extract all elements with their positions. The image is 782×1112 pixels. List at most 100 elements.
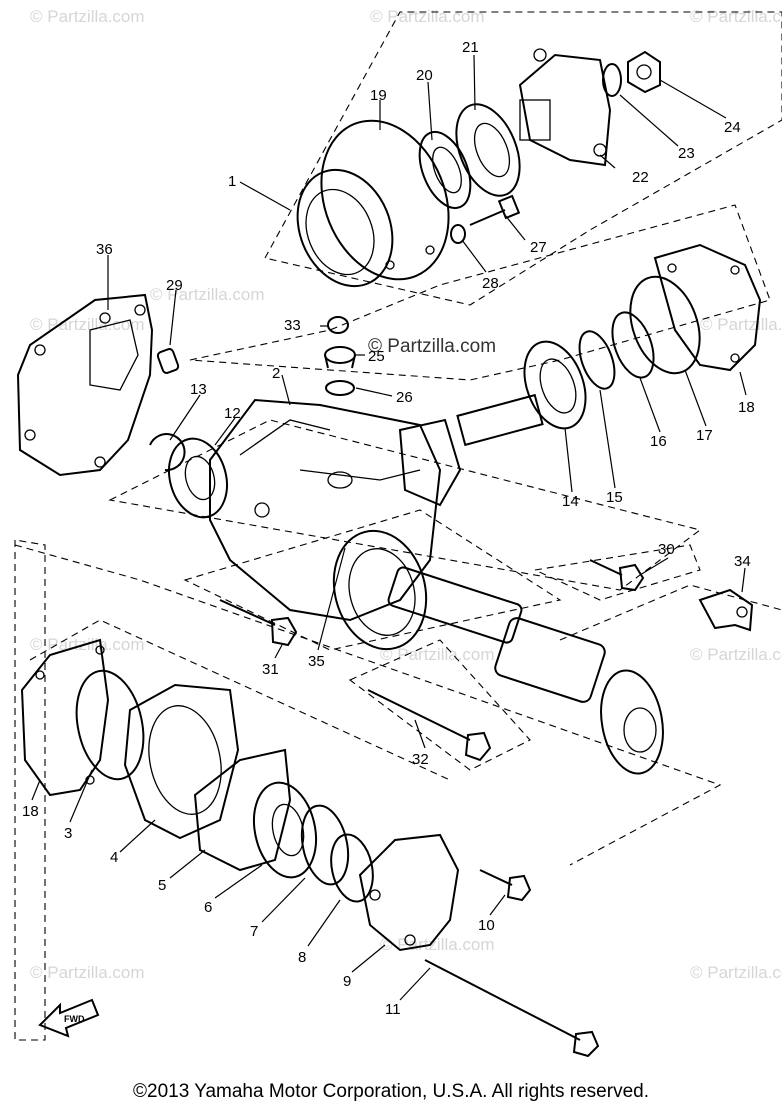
callout-2: 2 bbox=[272, 365, 280, 382]
part-6-bearing bbox=[253, 781, 317, 879]
outline-left-bracket bbox=[14, 539, 46, 1041]
callout-13: 13 bbox=[190, 381, 207, 398]
watermark: © Partzilla.com bbox=[370, 7, 485, 26]
outline-lower-gear bbox=[14, 544, 722, 866]
part-25-breather bbox=[324, 346, 356, 369]
callout-18-lower: 18 bbox=[22, 803, 39, 820]
callout-14: 14 bbox=[562, 493, 579, 510]
part-16-oil-seal bbox=[611, 311, 655, 379]
part-9-cover bbox=[358, 833, 460, 952]
callout-36: 36 bbox=[96, 241, 113, 258]
callout-28: 28 bbox=[482, 275, 499, 292]
watermark: © Partzilla.com bbox=[150, 285, 265, 304]
part-15-shim bbox=[578, 330, 616, 390]
callout-17: 17 bbox=[696, 427, 713, 444]
outline-shaft bbox=[559, 584, 782, 641]
part-17-o-ring bbox=[629, 275, 701, 375]
callout-29: 29 bbox=[166, 277, 183, 294]
part-32-bolt bbox=[367, 689, 492, 762]
callout-12: 12 bbox=[224, 405, 241, 422]
callout-32: 32 bbox=[412, 751, 429, 768]
part-22-coupling-flange bbox=[518, 48, 612, 167]
drive-shaft bbox=[387, 566, 664, 775]
part-11-bolt bbox=[424, 959, 600, 1058]
callout-26: 26 bbox=[396, 389, 413, 406]
callout-23: 23 bbox=[678, 145, 695, 162]
part-18-gasket-lower bbox=[20, 638, 110, 797]
part-33-cap bbox=[327, 316, 349, 334]
callout-31: 31 bbox=[262, 661, 279, 678]
watermark: © Partzilla.com bbox=[690, 7, 782, 26]
callout-11: 11 bbox=[385, 1001, 401, 1018]
watermark: © Partzilla.com bbox=[700, 315, 782, 334]
outline-bolt-30 bbox=[533, 544, 701, 601]
callout-1: 1 bbox=[228, 173, 236, 190]
callout-15: 15 bbox=[606, 489, 623, 506]
callout-18-upper: 18 bbox=[738, 399, 755, 416]
callout-5: 5 bbox=[158, 877, 166, 894]
fwd-label: FWD bbox=[64, 1014, 85, 1024]
part-31-bolt bbox=[219, 599, 298, 647]
part-29-dowel bbox=[156, 348, 180, 374]
callout-9: 9 bbox=[343, 973, 351, 990]
callout-21: 21 bbox=[462, 39, 479, 56]
part-5-gasket bbox=[193, 748, 292, 872]
callout-34: 34 bbox=[734, 553, 751, 570]
parts-diagram: © Partzilla.com © Partzilla.com © Partzi… bbox=[14, 7, 782, 1058]
watermark-layer: © Partzilla.com © Partzilla.com © Partzi… bbox=[30, 7, 782, 982]
part-36-gasket bbox=[16, 293, 154, 477]
part-18-gasket-upper bbox=[653, 243, 762, 372]
watermark: © Partzilla.com bbox=[380, 935, 495, 954]
outline-lower-cover bbox=[29, 619, 451, 781]
callout-16: 16 bbox=[650, 433, 667, 450]
part-13-circlip bbox=[149, 433, 186, 472]
part-20-bearing bbox=[418, 131, 472, 209]
part-10-bolt bbox=[479, 869, 532, 902]
outline-bolt-31 bbox=[183, 509, 562, 651]
watermark: © Partzilla.com bbox=[30, 963, 145, 982]
callout-4: 4 bbox=[110, 849, 118, 866]
part-19-final-gear-case bbox=[296, 119, 450, 288]
part-30-bolt bbox=[589, 559, 645, 592]
callout-22: 22 bbox=[632, 169, 649, 186]
part-4-bearing-housing bbox=[123, 683, 240, 840]
part-24-nut bbox=[627, 50, 661, 94]
part-35-case-ring bbox=[332, 529, 428, 651]
callout-19: 19 bbox=[370, 87, 387, 104]
watermark: © Partzilla.com bbox=[30, 7, 145, 26]
callout-30: 30 bbox=[658, 541, 675, 558]
part-7-shim bbox=[300, 804, 350, 886]
part-26-o-ring bbox=[325, 380, 355, 396]
part-14-pinion-gear bbox=[398, 340, 587, 507]
part-34-bracket bbox=[698, 588, 754, 632]
group-outlines bbox=[14, 11, 782, 1041]
part-23-washer bbox=[602, 63, 622, 97]
callout-27: 27 bbox=[530, 239, 547, 256]
watermark: © Partzilla.com bbox=[690, 963, 782, 982]
part-2-gear-case bbox=[209, 398, 442, 622]
outline-bolt-32 bbox=[348, 639, 531, 771]
callout-3: 3 bbox=[64, 825, 72, 842]
watermark: © Partzilla.com bbox=[690, 645, 782, 664]
callout-24: 24 bbox=[724, 119, 741, 136]
watermark: © Partzilla.com bbox=[30, 315, 145, 334]
callout-labels: 1 2 3 4 5 6 7 8 9 10 11 12 13 14 15 16 1… bbox=[22, 39, 755, 1018]
callout-20: 20 bbox=[416, 67, 433, 84]
callout-7: 7 bbox=[250, 923, 258, 940]
callout-25: 25 bbox=[368, 348, 385, 365]
leader-lines bbox=[31, 54, 747, 1001]
part-27-bolt bbox=[469, 194, 521, 226]
callout-35: 35 bbox=[308, 653, 325, 670]
callout-33: 33 bbox=[284, 317, 301, 334]
part-12-bearing bbox=[168, 437, 228, 519]
part-3-o-ring bbox=[75, 669, 145, 781]
callout-6: 6 bbox=[204, 899, 212, 916]
part-21-bearing bbox=[455, 103, 521, 197]
watermark-main: © Partzilla.com bbox=[368, 336, 496, 357]
callout-10: 10 bbox=[478, 917, 495, 934]
part-28-washer bbox=[450, 224, 466, 244]
outline-upper-case bbox=[264, 11, 782, 306]
callout-8: 8 bbox=[298, 949, 306, 966]
copyright-footer: ©2013 Yamaha Motor Corporation, U.S.A. A… bbox=[133, 1081, 649, 1102]
watermark: © Partzilla.com bbox=[380, 645, 495, 664]
